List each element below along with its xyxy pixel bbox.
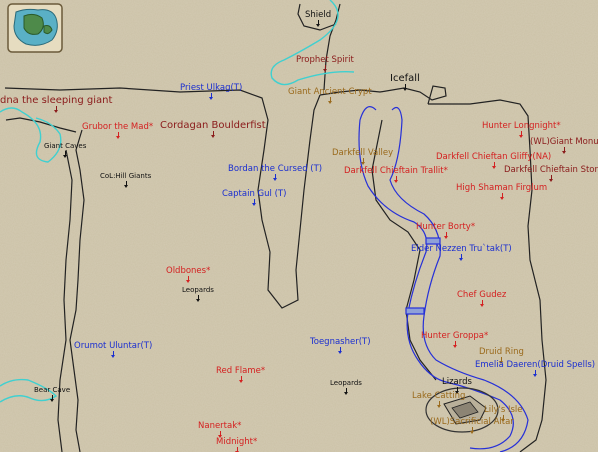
location-lilys-isle[interactable]: Lily's Isle — [484, 405, 522, 422]
location-shield[interactable]: Shield — [305, 10, 331, 27]
npc-nanertak[interactable]: Nanertak* — [198, 421, 241, 438]
npc-hunter-longnight[interactable]: Hunter Longnight* — [482, 121, 561, 138]
mob-lizards[interactable]: Lizards — [442, 377, 472, 394]
npc-red-flame[interactable]: Red Flame* — [216, 366, 265, 383]
npc-stor[interactable]: Darkfell Chieftain Stor — [504, 165, 598, 182]
npc-firglum[interactable]: High Shaman Firglum — [456, 183, 547, 200]
location-hill-giants[interactable]: CoL:Hill Giants — [100, 171, 151, 188]
npc-hunter-borty[interactable]: Hunter Borty* — [416, 222, 475, 239]
location-darkfell-valley[interactable]: Darkfell Valley — [332, 148, 393, 165]
mob-leopards-1[interactable]: Leopards — [182, 285, 214, 302]
npc-captain-gul[interactable]: Captain Gul (T) — [222, 189, 286, 206]
npc-grubor[interactable]: Grubor the Mad* — [82, 122, 153, 139]
location-giant-caves[interactable]: Giant Caves — [44, 141, 86, 158]
npc-trallit[interactable]: Darkfell Chieftain Trallit* — [344, 166, 448, 183]
location-giant-ancient-crypt[interactable]: Giant Ancient Crypt — [288, 87, 372, 104]
npc-sleeping-giant[interactable]: dna the sleeping giant — [0, 96, 112, 113]
npc-nezzen[interactable]: Elder Nezzen Tru`tak(T) — [411, 244, 512, 261]
location-bear-cave[interactable]: Bear Cave — [34, 385, 70, 402]
npc-emelia[interactable]: Emelia Daeren(Druid Spells) — [475, 360, 595, 377]
mob-leopards-2[interactable]: Leopards — [330, 378, 362, 395]
npc-prophet-spirit[interactable]: Prophet Spirit — [296, 55, 354, 72]
npc-cordagan[interactable]: Cordagan Boulderfist — [160, 121, 266, 138]
zone-icefall[interactable]: Icefall — [390, 74, 420, 91]
npc-priest-ulkag[interactable]: Priest Ulkag(T) — [180, 83, 242, 100]
minimap-icon[interactable] — [6, 2, 64, 54]
npc-chef-gudez[interactable]: Chef Gudez — [457, 290, 506, 307]
location-druid-ring[interactable]: Druid Ring — [479, 347, 524, 364]
npc-midnight[interactable]: Midnight* — [216, 437, 257, 452]
location-lake-catting[interactable]: Lake Catting — [412, 391, 465, 408]
npc-bordan[interactable]: Bordan the Cursed (T) — [228, 164, 322, 181]
npc-gliffy[interactable]: Darkfell Chieftan Gliffy(NA) — [436, 152, 551, 169]
location-sacrificial-altar[interactable]: (WL)Sacrificial Altar — [430, 417, 514, 434]
npc-orumot[interactable]: Orumot Uluntar(T) — [74, 341, 152, 358]
npc-oldbones[interactable]: Oldbones* — [166, 266, 210, 283]
npc-hunter-groppa[interactable]: Hunter Groppa* — [421, 331, 488, 348]
location-giant-monument[interactable]: (WL)Giant Monu — [530, 137, 598, 154]
npc-toegnasher[interactable]: Toegnasher(T) — [310, 337, 371, 354]
